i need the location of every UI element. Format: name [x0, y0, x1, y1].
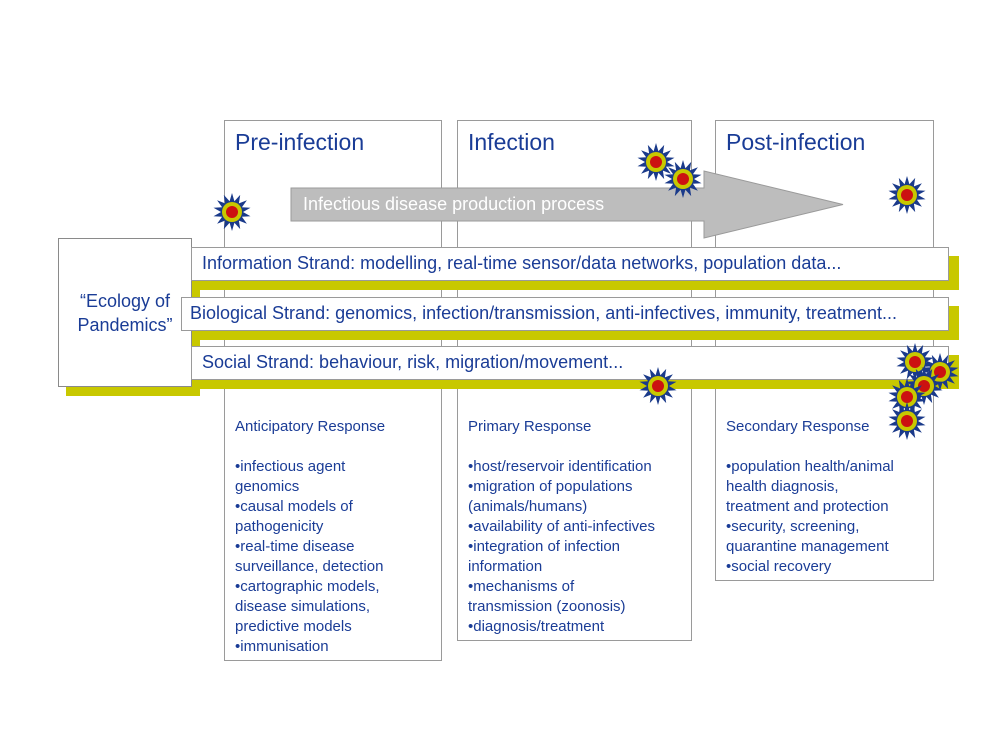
list-item: •mechanisms of [468, 578, 575, 595]
list-item: (animals/humans) [468, 498, 588, 515]
virus-icon [888, 176, 926, 214]
response-heading: Anticipatory Response [235, 418, 386, 435]
list-item: •host/reservoir identification [468, 458, 652, 475]
list-item: information [468, 558, 543, 575]
list-item: genomics [235, 478, 300, 495]
column-title: Post-infection [726, 129, 866, 155]
list-item: •infectious agent [235, 458, 346, 475]
response-heading: Secondary Response [726, 418, 870, 435]
list-item: health diagnosis, [726, 478, 839, 495]
ecology-box-line2: Pandemics” [77, 314, 173, 335]
process-arrow-label: Infectious disease production process [303, 194, 605, 214]
response-list: •infectious agent genomics •causal model… [235, 457, 383, 657]
list-item: •availability of anti-infectives [468, 518, 656, 535]
list-item: transmission (zoonosis) [468, 598, 626, 615]
response-list: •population health/animal health diagnos… [726, 457, 894, 577]
list-item: •population health/animal [726, 458, 894, 475]
list-item: •immunisation [235, 638, 329, 655]
list-item: surveillance, detection [235, 558, 384, 575]
list-item: •cartographic models, [235, 578, 380, 595]
list-item: disease simulations, [235, 598, 371, 615]
information-strand: Information Strand: modelling, real-time… [191, 247, 949, 281]
process-arrow-shape [290, 170, 844, 239]
ecology-box-line1: “Ecology of [79, 290, 171, 311]
list-item: •causal models of [235, 498, 353, 515]
response-list: •host/reservoir identification •migratio… [468, 457, 655, 637]
virus-icon [888, 378, 926, 416]
response-heading: Primary Response [468, 418, 592, 435]
social-strand: Social Strand: behaviour, risk, migratio… [191, 346, 949, 380]
virus-icon [637, 143, 675, 181]
list-item: pathogenicity [235, 518, 324, 535]
list-item: •migration of populations [468, 478, 633, 495]
list-item: •diagnosis/treatment [468, 618, 605, 635]
ecology-box: “Ecology of Pandemics” [58, 238, 192, 387]
list-item: quarantine management [726, 538, 889, 555]
virus-icon [888, 402, 926, 440]
virus-icon [664, 160, 702, 198]
list-item: •integration of infection [468, 538, 621, 555]
virus-icon [639, 367, 677, 405]
list-item: •social recovery [726, 558, 832, 575]
list-item: •security, screening, [726, 518, 860, 535]
list-item: •real-time disease [235, 538, 355, 555]
column-title: Pre-infection [235, 129, 365, 155]
list-item: treatment and protection [726, 498, 889, 515]
list-item: predictive models [235, 618, 352, 635]
column-title: Infection [468, 129, 555, 155]
virus-icon [213, 193, 251, 231]
biological-strand: Biological Strand: genomics, infection/t… [181, 297, 949, 331]
